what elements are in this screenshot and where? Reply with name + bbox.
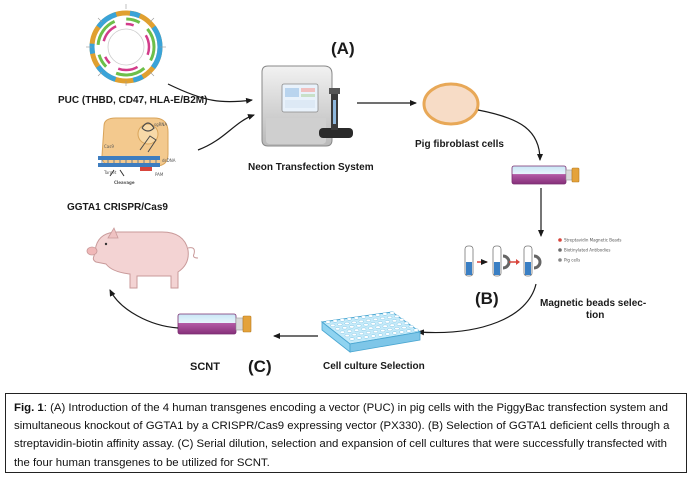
fibroblast-cell-icon <box>422 82 480 126</box>
neon-transfection-device <box>261 65 353 147</box>
scnt-flask-icon <box>177 313 252 335</box>
workflow-diagram: PUC (THBD, CD47, HLA-E/B2M) Cas9 sgRNA T… <box>58 4 646 376</box>
bead-legend-cells: Pig cells <box>564 258 580 263</box>
bead-legend-beads: Streptavidin Magnetic Beads <box>564 238 622 243</box>
crispr-label-pam: PAM <box>155 172 164 177</box>
label-ggta1: GGTA1 CRISPR/Cas9 <box>67 202 168 213</box>
culture-flask-icon <box>511 165 580 185</box>
label-puc: PUC (THBD, CD47, HLA-E/B2M) <box>58 95 207 106</box>
step-label-c: (C) <box>248 357 272 376</box>
crispr-label-dsdna: dsDNA <box>162 158 176 163</box>
pig-icon <box>86 227 199 289</box>
caption-text: : (A) Introduction of the 4 human transg… <box>14 402 670 469</box>
caption-fig-label: Fig. 1 <box>14 402 44 414</box>
arrow-flask-to-pig <box>109 289 179 329</box>
magnetic-tubes-icon <box>464 238 562 277</box>
figure-caption: Fig. 1: (A) Introduction of the 4 human … <box>5 393 687 473</box>
label-culture: Cell culture Selection <box>323 361 425 372</box>
crispr-label-cas9: Cas9 <box>104 144 114 149</box>
arrow-puc-to-neon <box>167 83 253 104</box>
label-magnetic-line2: tion <box>586 310 604 321</box>
plasmid-icon <box>86 4 166 86</box>
arrow-fibroblast-to-flask <box>477 109 543 161</box>
label-neon: Neon Transfection System <box>248 162 374 173</box>
crispr-label-cleavage: Cleavage <box>114 180 135 185</box>
label-fibroblast: Pig fibroblast cells <box>415 139 504 150</box>
crispr-label-target: Target <box>103 170 117 175</box>
arrow-tubes-to-plate <box>417 283 537 336</box>
crispr-label-sgrna: sgRNA <box>154 122 167 127</box>
multiwell-plate-icon <box>320 311 422 353</box>
arrow-crispr-to-neon <box>197 114 255 151</box>
step-label-b: (B) <box>475 289 499 308</box>
crispr-cas9-icon <box>98 117 169 177</box>
step-label-a: (A) <box>331 39 355 58</box>
label-scnt: SCNT <box>190 361 220 373</box>
bead-legend-antibodies: Biotinylated Antibodies <box>564 248 610 253</box>
label-magnetic-line1: Magnetic beads selec- <box>540 298 646 309</box>
